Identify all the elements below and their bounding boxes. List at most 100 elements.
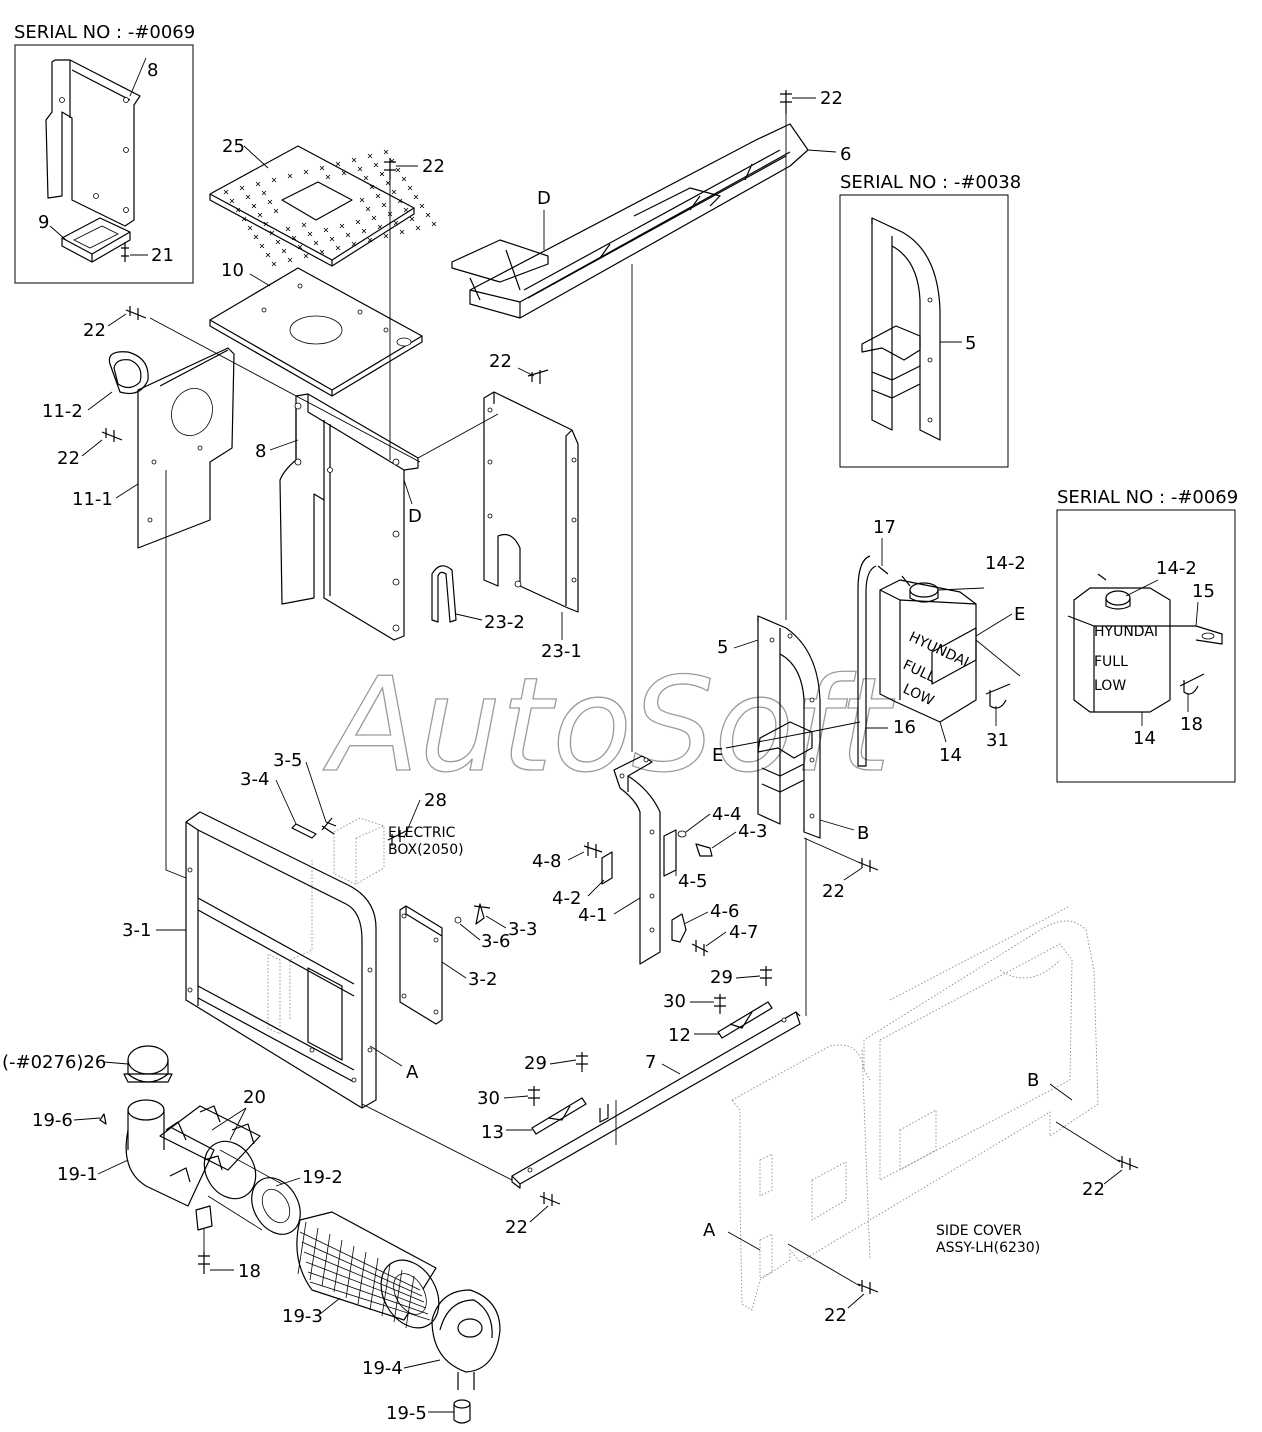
part-19-5-valve <box>453 1399 471 1424</box>
callout-3-6: 3-6 <box>481 931 510 952</box>
electric-box-label-1: ELECTRIC <box>388 825 456 841</box>
electric-box-phantom: ELECTRIC BOX(2050) <box>289 817 464 1020</box>
callout-23-2: 23-2 <box>484 612 525 633</box>
callout-4-4: 4-4 <box>712 804 741 825</box>
part-5-bracket <box>757 615 821 839</box>
callout-19-5: 19-5 <box>386 1403 427 1424</box>
part-19-1-air-cleaner-body <box>99 1099 261 1231</box>
callout-31: 31 <box>986 730 1009 751</box>
callout-26: (-#0276)26 <box>2 1052 106 1073</box>
callout-14-2-a: 14-2 <box>985 553 1026 574</box>
callout-22-i: 22 <box>1082 1179 1105 1200</box>
part-11-1-side-panel <box>108 347 235 549</box>
callout-3-3: 3-3 <box>508 919 537 940</box>
callout-22-h: 22 <box>505 1217 528 1238</box>
callout-6: 6 <box>840 144 851 165</box>
callout-E-a: E <box>1014 604 1025 625</box>
callout-19-4: 19-4 <box>362 1358 403 1379</box>
part-8-bracket <box>279 393 419 641</box>
callout-16: 16 <box>893 717 916 738</box>
callout-5-mid: 5 <box>717 637 728 658</box>
serial-label-right-upper: SERIAL NO : -#0038 <box>840 172 1021 193</box>
callout-D-top: D <box>537 188 551 209</box>
callout-23-1: 23-1 <box>541 641 582 662</box>
callout-22-g: 22 <box>822 881 845 902</box>
serial-label-right-lower: SERIAL NO : -#0069 <box>1057 487 1238 508</box>
part-7-rod <box>511 1011 801 1189</box>
part-6-top-rail <box>451 123 809 319</box>
serial-label-top-left: SERIAL NO : -#0069 <box>14 22 195 43</box>
callout-4-7: 4-7 <box>729 922 758 943</box>
part-25-perforated-cover <box>209 145 437 267</box>
part-19-3-outer-filter <box>296 1211 440 1329</box>
callout-17: 17 <box>873 517 896 538</box>
part-26-cap <box>123 1045 173 1083</box>
callout-22-e: 22 <box>57 448 80 469</box>
part-19-4-cover <box>431 1289 501 1390</box>
part-19-2-inner-filter <box>207 1149 301 1235</box>
part-3-2-cover-plate <box>399 905 443 1025</box>
callout-14-2-b: 14-2 <box>1156 558 1197 579</box>
tank-low-label-2: LOW <box>1094 678 1126 694</box>
serial-box-right-upper: SERIAL NO : -#0038 5 <box>839 172 1021 468</box>
callout-29-a: 29 <box>710 967 733 988</box>
callout-22-f: 22 <box>489 351 512 372</box>
callout-22-d: 22 <box>83 320 106 341</box>
callout-10: 10 <box>221 260 244 281</box>
side-cover-label-1: SIDE COVER <box>936 1223 1022 1239</box>
callout-A-mid: A <box>406 1062 419 1083</box>
part-3-1-frame <box>185 811 377 1109</box>
callout-11-1: 11-1 <box>72 489 113 510</box>
callout-4-1: 4-1 <box>578 905 607 926</box>
callout-5-top: 5 <box>965 333 976 354</box>
callout-3-5: 3-5 <box>273 750 302 771</box>
watermark: AutoSoft <box>323 649 895 801</box>
callout-3-2: 3-2 <box>468 969 497 990</box>
callout-29-b: 29 <box>524 1053 547 1074</box>
callout-14-a: 14 <box>939 745 962 766</box>
callout-25: 25 <box>222 136 245 157</box>
callout-4-2: 4-2 <box>552 888 581 909</box>
callout-8-top: 8 <box>147 60 158 81</box>
callout-19-2: 19-2 <box>302 1167 343 1188</box>
electric-box-label-2: BOX(2050) <box>388 842 464 858</box>
callout-E-b: E <box>712 745 723 766</box>
callout-22-j: 22 <box>824 1305 847 1326</box>
callout-11-2: 11-2 <box>42 401 83 422</box>
callout-30-a: 30 <box>663 991 686 1012</box>
serial-box-top-left: SERIAL NO : -#0069 8 9 21 <box>14 22 195 284</box>
part-10-plate <box>209 267 423 397</box>
callout-B-mid: B <box>857 823 869 844</box>
callout-14-b: 14 <box>1133 728 1156 749</box>
callout-19-6: 19-6 <box>32 1110 73 1131</box>
tank-brand-label-2: HYUNDAI <box>1094 624 1158 640</box>
callout-19-3: 19-3 <box>282 1306 323 1327</box>
callout-4-8: 4-8 <box>532 851 561 872</box>
callout-30-b: 30 <box>477 1088 500 1109</box>
callout-15: 15 <box>1192 581 1215 602</box>
callout-18-b: 18 <box>1180 714 1203 735</box>
callout-28: 28 <box>424 790 447 811</box>
callout-4-6: 4-6 <box>710 901 739 922</box>
callout-3-4: 3-4 <box>240 769 269 790</box>
part-23-1-panel <box>483 391 579 613</box>
callout-22-b: 22 <box>820 88 843 109</box>
callout-B-cover: B <box>1027 1070 1039 1091</box>
callout-D-mid: D <box>408 506 422 527</box>
callout-9: 9 <box>38 212 49 233</box>
callout-13: 13 <box>481 1122 504 1143</box>
callout-19-1: 19-1 <box>57 1164 98 1185</box>
callout-4-5: 4-5 <box>678 871 707 892</box>
callout-7: 7 <box>645 1052 656 1073</box>
callout-12: 12 <box>668 1025 691 1046</box>
callout-18-a: 18 <box>238 1261 261 1282</box>
callout-21: 21 <box>151 245 174 266</box>
callout-20: 20 <box>243 1087 266 1108</box>
callout-8-mid: 8 <box>255 441 266 462</box>
tank-full-label-2: FULL <box>1094 654 1128 670</box>
callout-4-3: 4-3 <box>738 821 767 842</box>
side-cover-phantom: SIDE COVER ASSY-LH(6230) <box>731 905 1099 1311</box>
callout-3-1: 3-1 <box>122 920 151 941</box>
serial-box-right-lower: SERIAL NO : -#0069 HYUNDAI FULL LOW 14-2… <box>1056 487 1238 783</box>
